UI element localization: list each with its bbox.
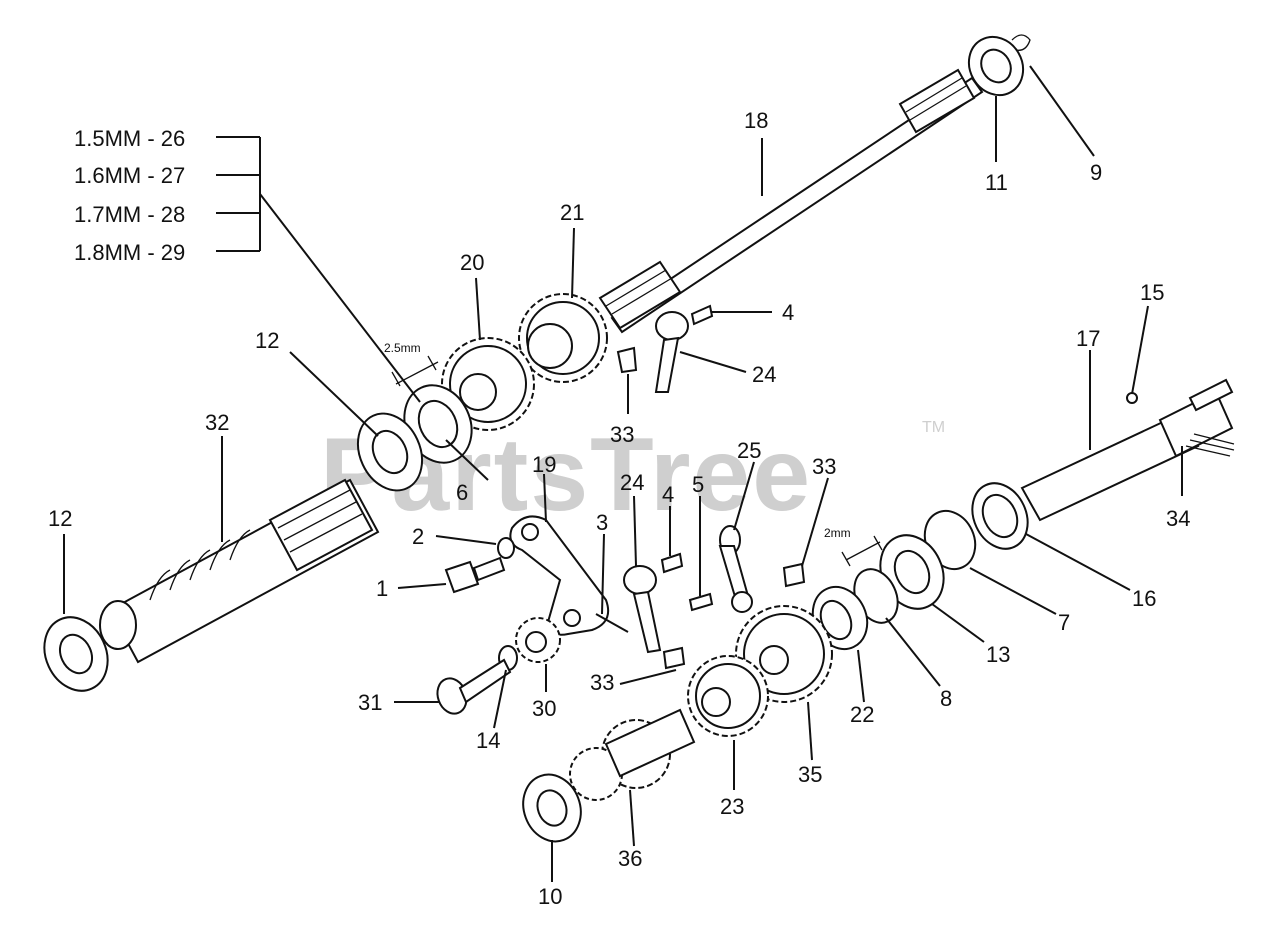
callout: 10 <box>538 884 562 909</box>
bolt-1 <box>444 556 506 594</box>
worm-shaft <box>99 478 380 664</box>
shim-size-list: 1.5MM - 26 1.6MM - 27 1.7MM - 28 1.8MM -… <box>74 126 421 403</box>
shim-option: 1.6MM - 27 <box>74 163 185 188</box>
callout: 20 <box>460 250 484 275</box>
callout: 4 <box>782 300 794 325</box>
svg-text:2mm: 2mm <box>824 526 851 540</box>
callout: 12 <box>48 506 72 531</box>
callout: 16 <box>1132 586 1156 611</box>
gear-23 <box>687 655 769 737</box>
bearing-12-lower <box>43 616 109 692</box>
callout-labels: 18 11 9 21 20 4 24 12 32 6 33 19 2 3 24 … <box>48 108 1190 909</box>
callout: 19 <box>532 452 556 477</box>
callout: 31 <box>358 690 382 715</box>
callout: 13 <box>986 642 1010 667</box>
main-shaft <box>598 68 984 334</box>
callout: 23 <box>720 794 744 819</box>
bearing-10 <box>522 773 582 843</box>
callout: 14 <box>476 728 500 753</box>
callout: 34 <box>1166 506 1190 531</box>
callout: 2 <box>412 524 424 549</box>
callout: 6 <box>456 480 468 505</box>
callout: 33 <box>610 422 634 447</box>
leader-lines <box>63 65 1183 882</box>
callout: 9 <box>1090 160 1102 185</box>
shift-fork-24-upper <box>616 304 714 393</box>
callout: 18 <box>744 108 768 133</box>
pin-31 <box>436 658 512 715</box>
callout: 8 <box>940 686 952 711</box>
callout: 33 <box>812 454 836 479</box>
pinion-30 <box>515 617 561 663</box>
callout: 15 <box>1140 280 1164 305</box>
callout: 4 <box>662 482 674 507</box>
callout: 33 <box>590 670 614 695</box>
callout: 12 <box>255 328 279 353</box>
svg-text:2.5mm: 2.5mm <box>384 341 421 355</box>
washer-2 <box>497 537 515 559</box>
callout: 24 <box>752 362 776 387</box>
callout: 35 <box>798 762 822 787</box>
callout: 5 <box>692 472 704 497</box>
watermark-trademark: TM <box>922 419 945 436</box>
gear-36 <box>569 708 696 801</box>
callout: 1 <box>376 576 388 601</box>
callout: 7 <box>1058 610 1070 635</box>
callout: 30 <box>532 696 556 721</box>
shift-fork-25 <box>688 525 806 613</box>
callout: 11 <box>985 170 1008 195</box>
seal-16 <box>971 482 1029 550</box>
shifter-arm-19 <box>509 515 629 636</box>
shim-option: 1.8MM - 29 <box>74 240 185 265</box>
circlip-9 <box>1011 34 1031 51</box>
output-shaft-17 <box>1020 378 1235 522</box>
callout: 32 <box>205 410 229 435</box>
bearing-11 <box>967 35 1025 97</box>
dimension-shim-gap: 2.5mm <box>384 341 439 387</box>
gear-21 <box>518 293 608 383</box>
callout: 21 <box>560 200 584 225</box>
shim-option: 1.5MM - 26 <box>74 126 185 151</box>
gear-20 <box>441 337 535 431</box>
callout: 17 <box>1076 326 1100 351</box>
shim-option: 1.7MM - 28 <box>74 202 185 227</box>
callout: 36 <box>618 846 642 871</box>
dimension-ring-gap: 2mm <box>824 526 883 567</box>
callout: 25 <box>737 438 761 463</box>
callout: 24 <box>620 470 644 495</box>
shift-fork-24-lower <box>623 552 686 670</box>
callout: 3 <box>596 510 608 535</box>
callout: 22 <box>850 702 874 727</box>
